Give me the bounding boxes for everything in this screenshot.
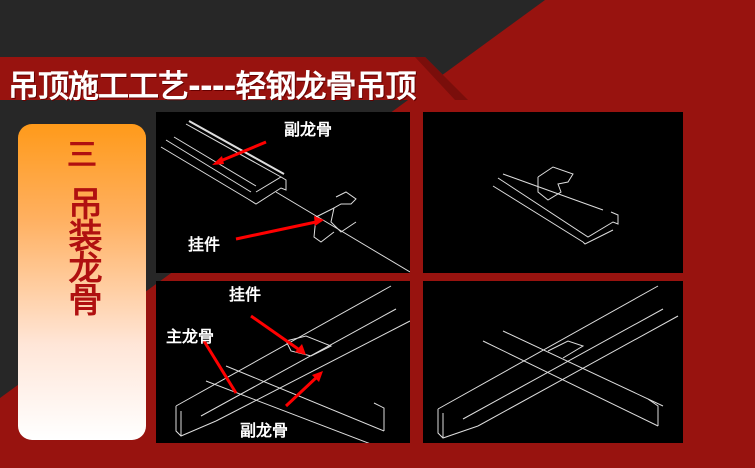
hanger-assembled-drawing [492,166,619,245]
diagram-panel-1: 副龙骨 挂件 [156,112,410,273]
section-number: 三 [67,138,97,173]
hanger-exploded-drawing [160,120,410,273]
section-label: 吊装龙骨 [62,186,102,314]
keel-assembled-drawing [437,285,679,439]
slide-title: 吊顶施工工艺----轻钢龙骨吊顶 [8,69,416,105]
label-hanger: 挂件 [188,235,221,254]
label-secondary-keel: 副龙骨 [284,120,333,139]
section-card: 三 吊装龙骨 [18,124,146,440]
label-hanger: 挂件 [229,285,262,304]
label-secondary-keel: 副龙骨 [240,421,289,440]
keel-assembly-drawing [175,285,410,443]
diagram-panel-2 [423,112,683,273]
diagram-panel-3: 挂件 主龙骨 副龙骨 [156,281,410,443]
diagram-panel-4 [423,281,683,443]
label-main-keel: 主龙骨 [166,327,215,346]
